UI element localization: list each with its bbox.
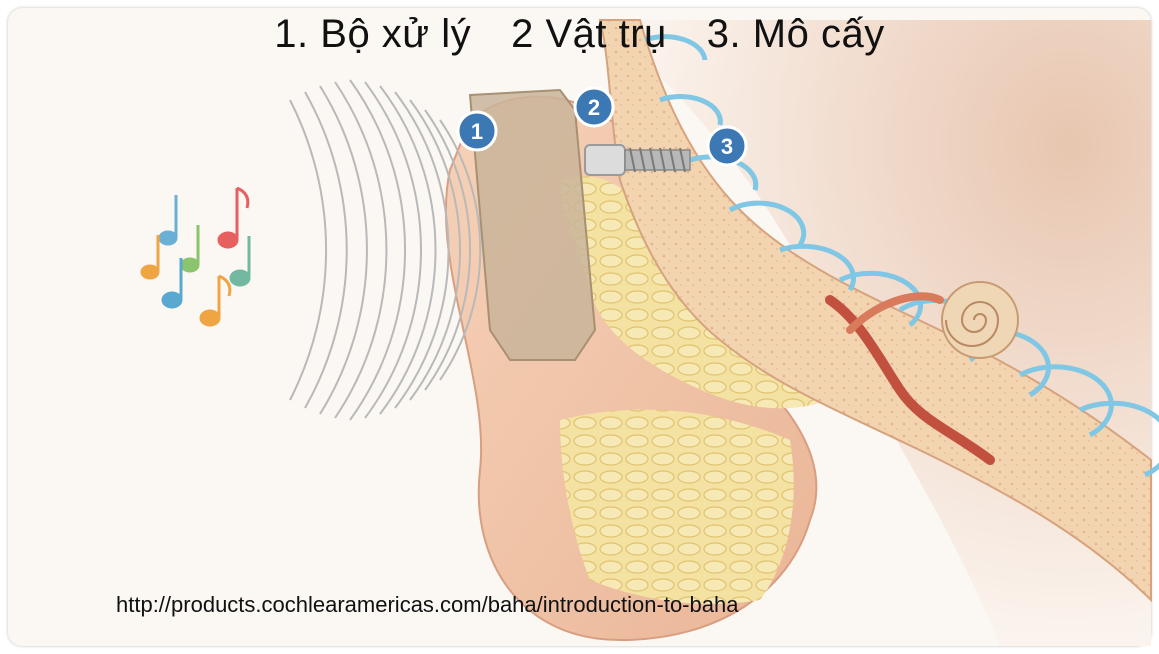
source-url: http://products.cochlearamericas.com/bah…	[116, 592, 738, 618]
caption-processor: 1. Bộ xử lý	[274, 12, 471, 56]
marker-1: 1	[458, 112, 496, 150]
marker-1-label: 1	[471, 119, 483, 144]
caption-abutment: 2 Vật trụ	[511, 12, 667, 56]
music-notes-icon	[142, 188, 249, 325]
caption-implant: 3. Mô cấy	[707, 12, 885, 56]
marker-3-label: 3	[721, 134, 733, 159]
marker-3: 3	[708, 127, 746, 165]
cochlea	[942, 282, 1018, 358]
marker-2-label: 2	[588, 95, 600, 120]
abutment	[585, 145, 625, 175]
marker-2: 2	[575, 88, 613, 126]
implant-screw	[625, 148, 690, 172]
lower-tissue-layer	[560, 410, 794, 604]
caption: 1. Bộ xử lý 2 Vật trụ 3. Mô cấy	[0, 12, 1159, 57]
